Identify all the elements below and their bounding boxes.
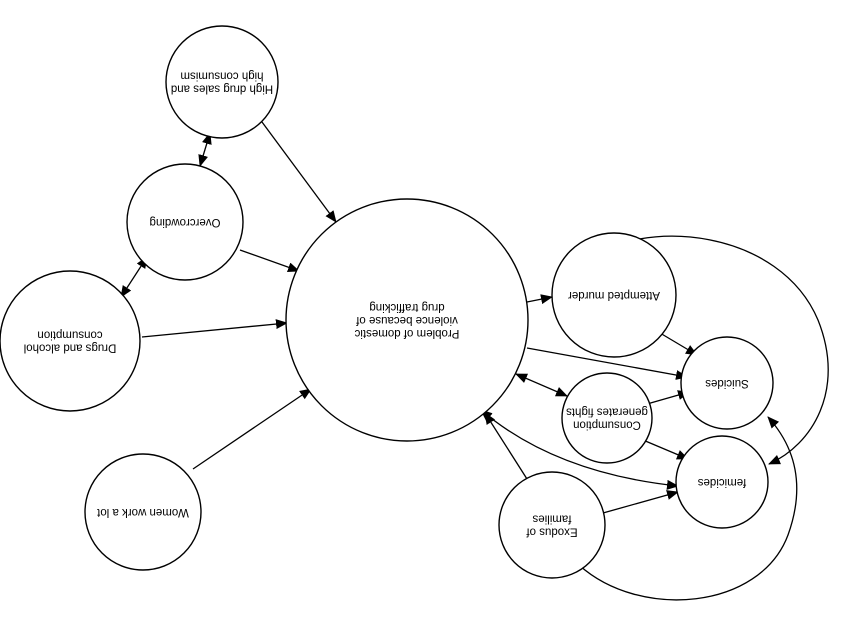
node-attempted-murder-circle (551, 232, 677, 358)
node-domestic-violence-label: violence because of (355, 314, 457, 326)
node-exodus-label: Exodus of (526, 525, 578, 537)
node-domestic-violence-circle (285, 198, 529, 442)
node-attempted-murder: Attempted murder (551, 232, 677, 358)
edge-high-sales-overcrowding (198, 132, 212, 167)
node-suicides-label: Suicides (705, 377, 749, 389)
node-women-work-label: Women work a lot (96, 506, 189, 518)
node-domestic-violence-label: Problem of domestic (354, 327, 459, 339)
node-overcrowding-circle (126, 163, 244, 281)
node-consumption-fights-label: generates fights (566, 405, 648, 417)
edge-consumption-to-femicides (642, 439, 689, 460)
edge-violence-femicides (480, 409, 679, 490)
node-suicides: Suicides (680, 336, 774, 430)
node-overcrowding-label: Overcrowding (150, 216, 221, 228)
node-women-work: Women work a lot (84, 453, 202, 571)
edge-drugs-to-violence (141, 319, 288, 338)
node-high-drug-sales-circle (165, 25, 279, 139)
node-femicides-circle (675, 435, 769, 529)
node-femicides-label: femicides (697, 476, 746, 488)
node-exodus-circle (498, 471, 606, 579)
edge-exodus-to-suicides-loop (578, 416, 798, 601)
node-high-drug-sales-label: high consumism (180, 69, 263, 81)
node-drugs-alcohol-circle (0, 270, 141, 412)
edge-women-to-violence (192, 388, 312, 470)
node-exodus-label: families (532, 512, 571, 524)
node-consumption-fights-circle (561, 372, 653, 464)
node-high-drug-sales-label: High drug sales and (171, 82, 273, 94)
node-consumption-fights-label: Consumption (573, 418, 641, 430)
node-women-work-circle (84, 453, 202, 571)
node-overcrowding: Overcrowding (126, 163, 244, 281)
edge-violence-to-suicides (526, 347, 688, 380)
node-femicides: femicides (675, 435, 769, 529)
edge-exodus-to-femicides (602, 490, 679, 514)
node-domestic-violence-label: drug trafficking (369, 301, 444, 313)
edge-high-sales-to-violence (261, 121, 337, 223)
node-drugs-alcohol-label: Drugs and alcohol (24, 341, 117, 353)
edge-overcrowding-drugs (120, 256, 148, 298)
edge-violence-to-attempted (526, 294, 553, 305)
edge-attempted-to-femicides-loop (579, 235, 829, 465)
edge-overcrowding-to-violence (239, 249, 300, 273)
edge-violence-consumption (515, 373, 568, 397)
node-attempted-murder-label: Attempted murder (568, 289, 660, 301)
node-drugs-alcohol-label: consumption (37, 328, 102, 340)
node-suicides-circle (680, 336, 774, 430)
